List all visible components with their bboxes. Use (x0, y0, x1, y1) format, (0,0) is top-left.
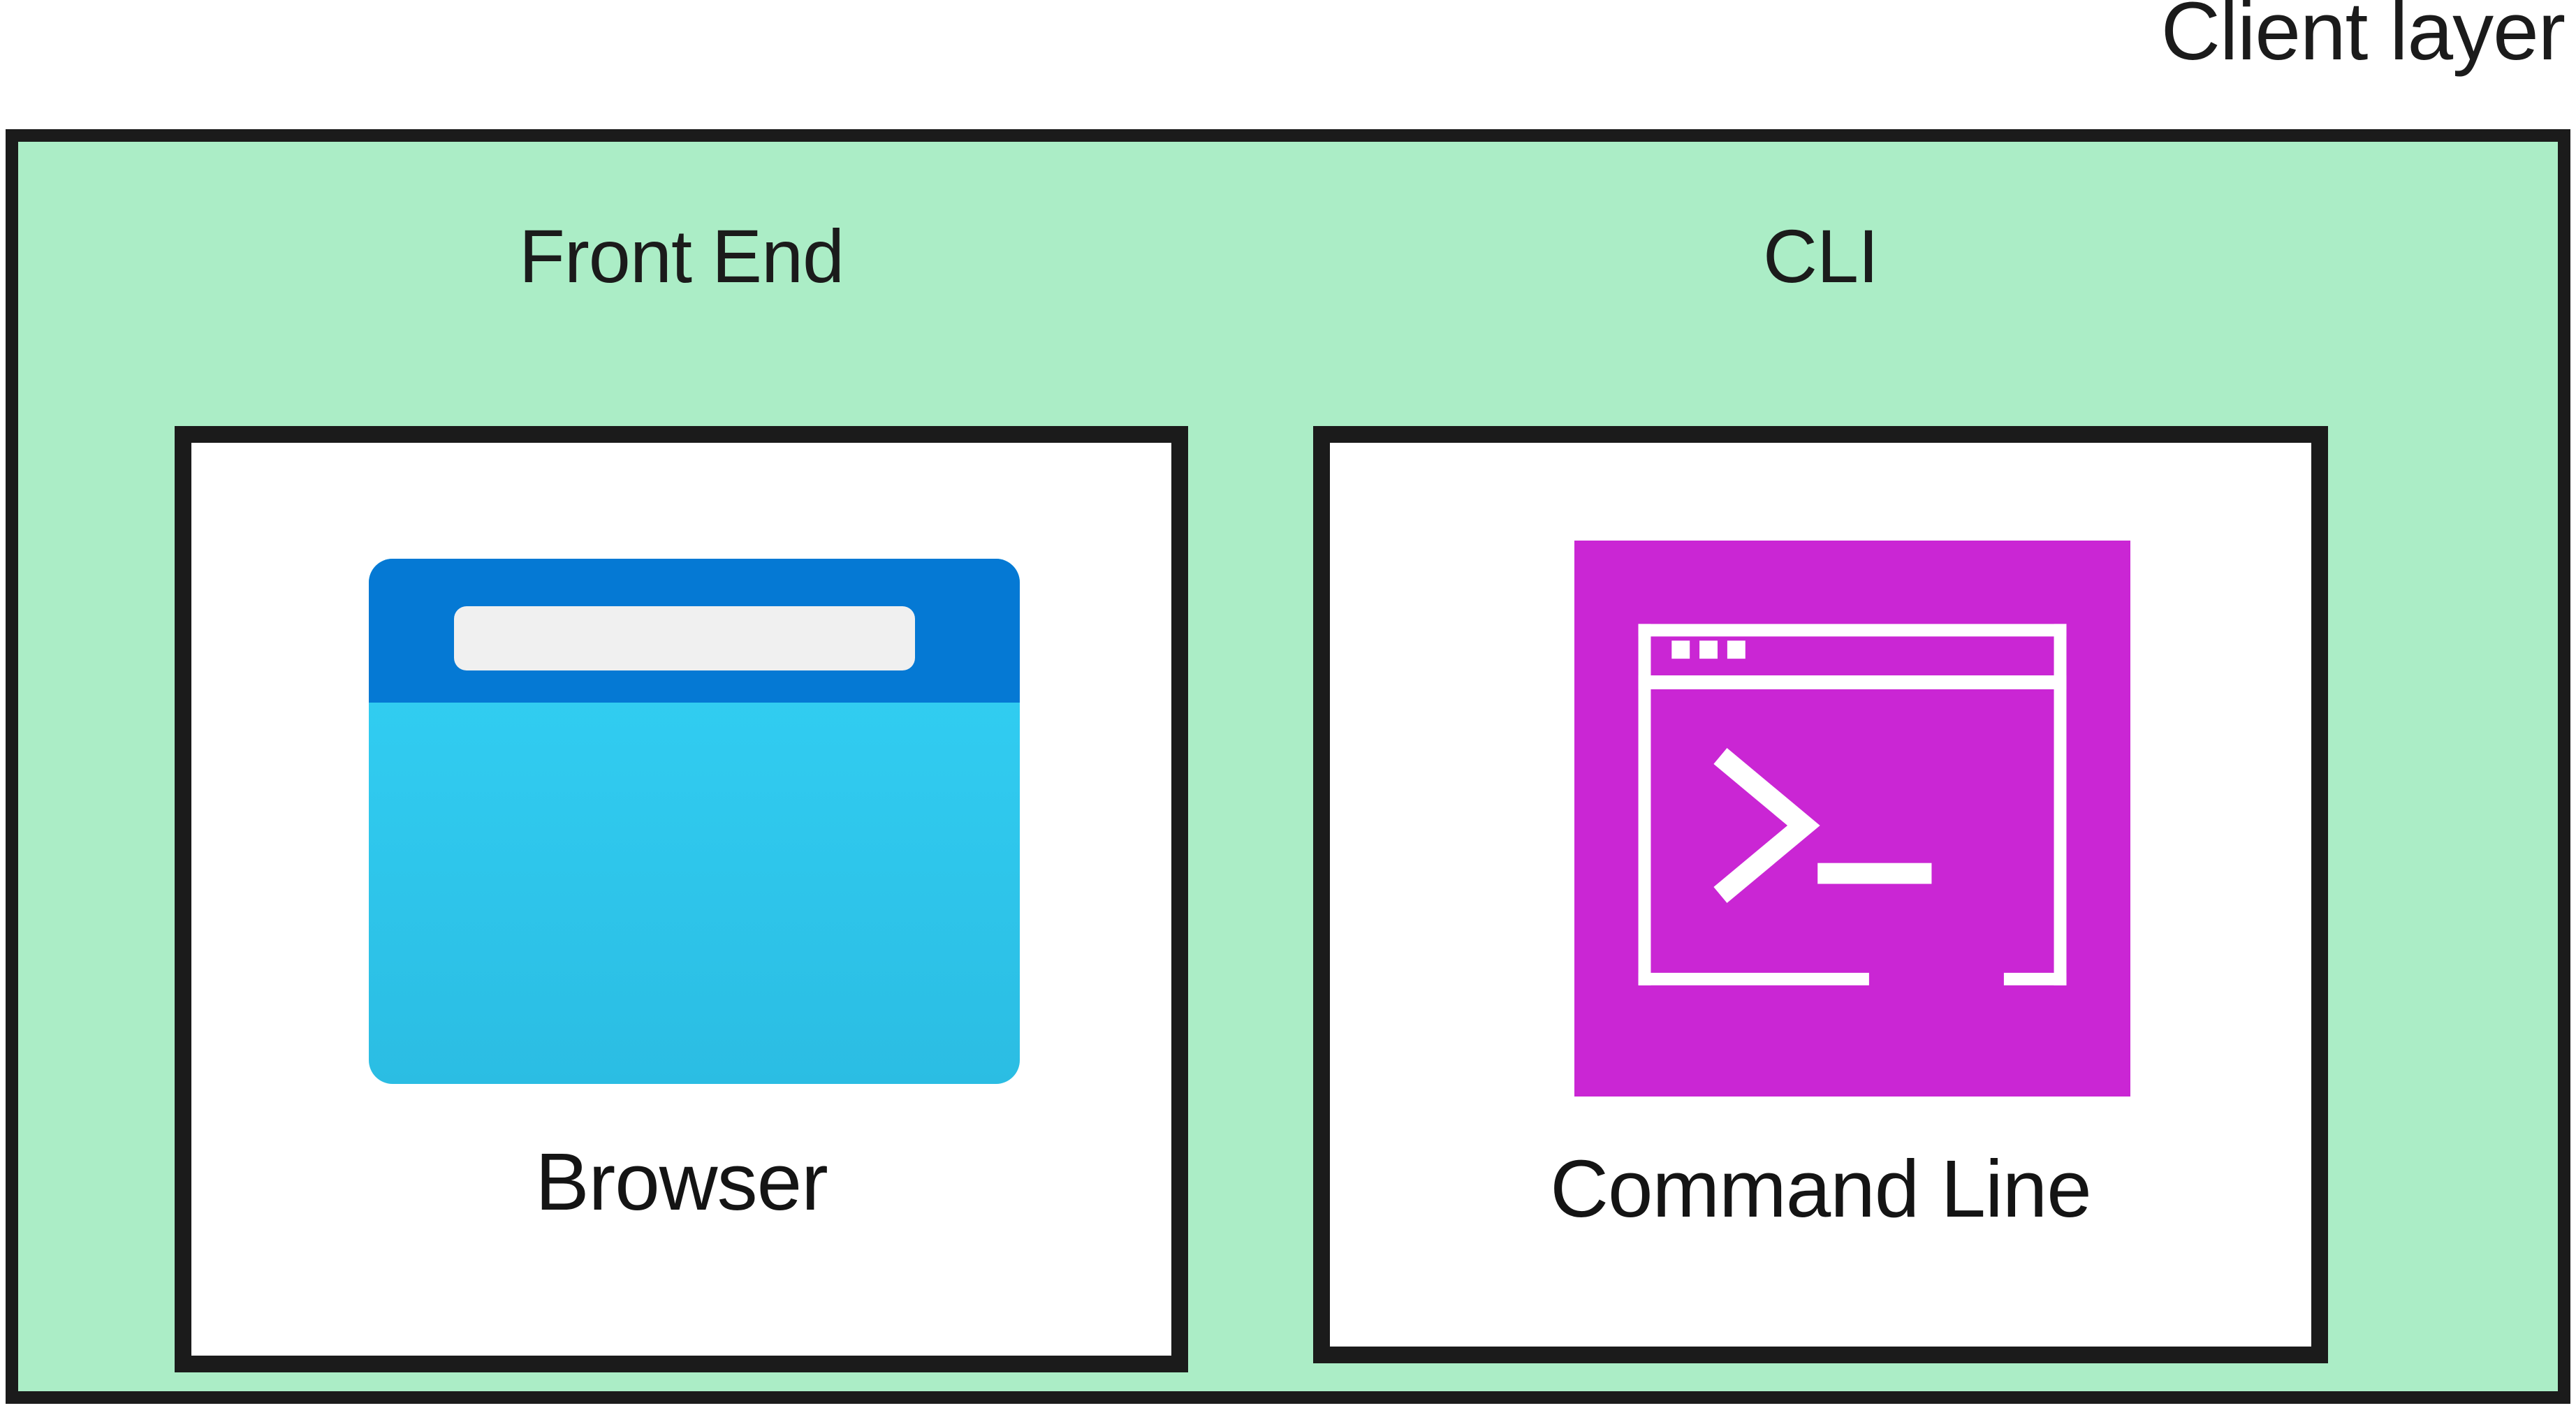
card-command-line-content: Command Line (1330, 443, 2311, 1347)
terminal-prompt-icon (1574, 541, 2130, 1097)
terminal-prompt-icon-glyph (1638, 624, 2067, 985)
browser-window-icon (369, 559, 1020, 1084)
client-layer-container: Front End Browser CLI (6, 129, 2570, 1404)
card-browser[interactable]: Browser (175, 426, 1188, 1372)
card-browser-content: Browser (191, 443, 1171, 1356)
browser-icon-frame (369, 559, 1020, 1084)
group-front-end: Front End Browser (175, 214, 1188, 1372)
card-caption-browser: Browser (535, 1136, 828, 1227)
group-label-cli: CLI (1762, 214, 1879, 298)
browser-icon-titlebar (369, 559, 1020, 703)
card-caption-command-line: Command Line (1550, 1143, 2092, 1234)
card-command-line[interactable]: Command Line (1313, 426, 2328, 1363)
browser-icon-address-bar (454, 606, 915, 670)
client-layer-caption: Client layer (2160, 0, 2566, 78)
group-label-front-end: Front End (518, 214, 844, 298)
browser-icon-viewport (369, 703, 1020, 1084)
group-cli: CLI (1313, 214, 2328, 1363)
